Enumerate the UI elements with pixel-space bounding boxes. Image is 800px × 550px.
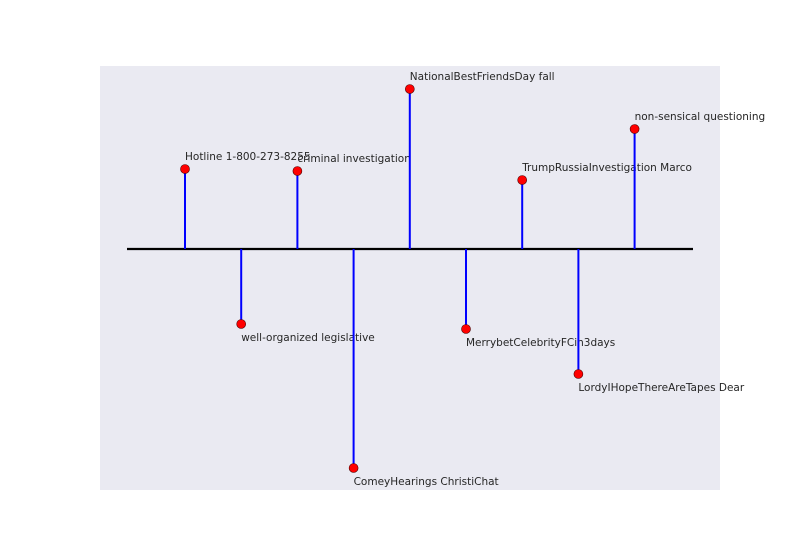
event-label: TrumpRussiaInvestigation Marco xyxy=(521,162,692,174)
event-marker xyxy=(180,164,190,174)
event-marker xyxy=(573,369,584,379)
event-marker xyxy=(404,84,415,94)
event-label: well-organized legislative xyxy=(241,332,375,344)
event-marker xyxy=(517,175,528,185)
event-label: Hotline 1-800-273-8255 xyxy=(185,151,311,163)
events-layer: Hotline 1-800-273-8255 well-organized leg… xyxy=(180,71,766,488)
event-marker xyxy=(236,319,246,329)
event-marker xyxy=(629,124,640,134)
event-label: non-sensical questioning xyxy=(635,111,766,123)
event-label: MerrybetCelebrityFCin3days xyxy=(466,337,615,349)
event-label: criminal investigation xyxy=(297,153,410,165)
event-marker xyxy=(461,324,471,334)
event-label: LordyIHopeThereAreTapes Dear xyxy=(578,382,744,394)
event-marker xyxy=(348,463,359,473)
event-marker xyxy=(292,166,303,176)
event-label: ComeyHearings ChristiChat xyxy=(354,476,499,488)
event-label: NationalBestFriendsDay fall xyxy=(410,71,555,83)
